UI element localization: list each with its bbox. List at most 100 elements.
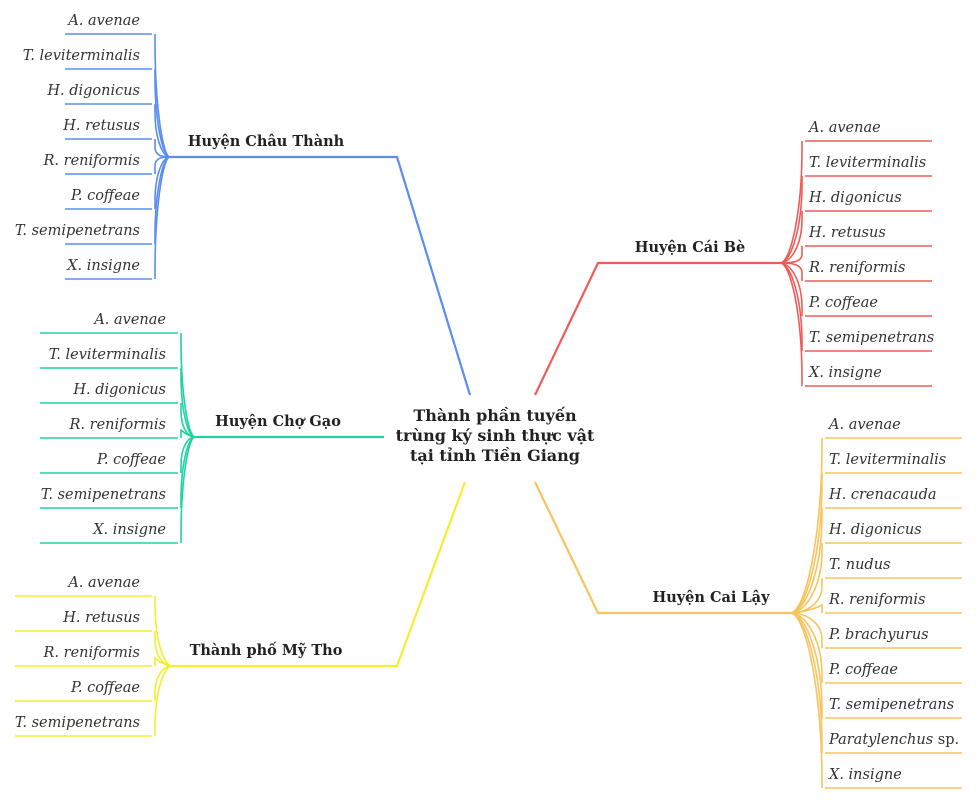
leaf-suffix: sp. <box>933 732 959 748</box>
leaf-label: T. semipenetrans <box>15 223 140 239</box>
leaf-connector <box>789 473 823 614</box>
leaf-species: H. digonicus <box>828 522 922 538</box>
leaf-species: H. digonicus <box>808 190 902 206</box>
central-topic: Thành phần tuyến trùng ký sinh thực vật … <box>395 406 595 466</box>
leaf-node: T. leviterminalis <box>23 48 171 158</box>
leaf-connector <box>154 34 171 158</box>
leaf-connector <box>789 612 823 753</box>
leaf-species: T. leviterminalis <box>809 155 926 171</box>
leaf-connector <box>154 665 173 736</box>
leaf-species: Paratylenchus <box>828 732 933 748</box>
leaf-label: T. semipenetrans <box>829 697 954 713</box>
leaf-label: P. coffeae <box>70 188 140 204</box>
leaf-species: X. insigne <box>66 258 140 274</box>
leaf-species: R. reniformis <box>808 260 905 276</box>
leaf-label: X. insigne <box>66 258 140 274</box>
leaf-species: T. semipenetrans <box>829 697 954 713</box>
branch-connector <box>534 481 790 615</box>
leaf-species: R. reniformis <box>43 153 140 169</box>
leaf-species: P. coffeae <box>96 452 166 468</box>
leaf-label: P. brachyurus <box>828 627 929 643</box>
leaf-species: H. retusus <box>62 610 140 626</box>
leaf-label: A. avenae <box>807 120 881 136</box>
leaf-label: T. leviterminalis <box>829 452 946 468</box>
leaf-species: A. avenae <box>66 575 140 591</box>
leaf-label: T. leviterminalis <box>23 48 140 64</box>
leaf-species: R. reniformis <box>43 645 140 661</box>
leaf-label: X. insigne <box>92 522 166 538</box>
leaf-node: R. reniformis <box>40 417 196 439</box>
leaf-species: H. crenacauda <box>828 487 937 503</box>
leaf-label: T. semipenetrans <box>41 487 166 503</box>
leaf-node: H. digonicus <box>779 190 932 264</box>
leaf-connector <box>789 612 823 788</box>
leaf-species: X. insigne <box>92 522 166 538</box>
leaf-node: P. brachyurus <box>789 612 962 649</box>
leaf-label: H. retusus <box>62 610 140 626</box>
leaf-species: P. coffeae <box>70 188 140 204</box>
leaf-connector <box>789 543 823 614</box>
leaf-species: T. leviterminalis <box>49 347 166 363</box>
leaf-species: A. avenae <box>807 120 881 136</box>
leaf-species: P. coffeae <box>828 662 898 678</box>
leaf-connector <box>779 176 803 264</box>
leaf-node: X. insigne <box>779 262 932 387</box>
leaf-node: X. insigne <box>789 612 962 789</box>
leaf-species: P. brachyurus <box>828 627 929 643</box>
leaf-connector <box>154 156 171 244</box>
leaf-node: T. leviterminalis <box>779 155 932 264</box>
leaf-label: X. insigne <box>828 767 902 783</box>
leaf-species: T. semipenetrans <box>15 715 140 731</box>
leaf-label: A. avenae <box>66 575 140 591</box>
leaf-node: R. reniformis <box>779 260 932 282</box>
leaf-species: H. retusus <box>62 118 140 134</box>
leaf-node: X. insigne <box>65 156 171 280</box>
leaf-connector <box>779 262 803 351</box>
branch-connector <box>172 481 467 668</box>
leaf-species: A. avenae <box>827 417 901 433</box>
leaf-label: R. reniformis <box>808 260 905 276</box>
leaf-node: H. digonicus <box>46 83 171 158</box>
branch-label: Huyện Cai Lậy <box>653 589 771 606</box>
leaf-connector <box>180 436 196 543</box>
central-topic-line-3: tại tỉnh Tiền Giang <box>409 446 580 465</box>
leaf-species: T. leviterminalis <box>23 48 140 64</box>
leaf-label: Paratylenchus sp. <box>828 732 959 748</box>
leaf-species: H. digonicus <box>72 382 166 398</box>
leaf-node: A. avenae <box>40 312 196 438</box>
leaf-label: T. leviterminalis <box>809 155 926 171</box>
leaf-node: H. crenacauda <box>789 487 962 614</box>
leaf-species: R. reniformis <box>69 417 166 433</box>
leaf-label: A. avenae <box>92 312 166 328</box>
leaf-label: H. crenacauda <box>828 487 937 503</box>
leaf-label: R. reniformis <box>43 153 140 169</box>
leaf-connector <box>154 156 171 279</box>
leaf-label: P. coffeae <box>70 680 140 696</box>
leaf-node: H. retusus <box>779 225 932 264</box>
leaf-species: P. coffeae <box>70 680 140 696</box>
leaf-node: R. reniformis <box>43 153 171 175</box>
leaf-node: P. coffeae <box>15 665 173 702</box>
leaf-label: P. coffeae <box>96 452 166 468</box>
leaf-connector <box>779 262 803 316</box>
leaf-label: P. coffeae <box>828 662 898 678</box>
leaf-label: A. avenae <box>827 417 901 433</box>
leaf-species: H. retusus <box>808 225 886 241</box>
leaf-connector <box>779 211 803 264</box>
leaf-connector <box>779 262 803 386</box>
leaf-species: H. digonicus <box>46 83 140 99</box>
central-topic-line-2: trùng ký sinh thực vật <box>395 426 595 445</box>
leaf-node: T. semipenetrans <box>779 262 934 352</box>
leaf-species: T. semipenetrans <box>15 223 140 239</box>
leaf-node: H. digonicus <box>789 522 962 614</box>
branch-connector <box>170 155 472 396</box>
leaf-connector <box>180 333 196 438</box>
leaf-species: T. semipenetrans <box>809 330 934 346</box>
leaf-connector <box>789 438 823 614</box>
leaf-node: T. semipenetrans <box>15 665 173 737</box>
leaf-label: T. semipenetrans <box>809 330 934 346</box>
leaf-label: H. digonicus <box>72 382 166 398</box>
leaf-label: T. leviterminalis <box>49 347 166 363</box>
